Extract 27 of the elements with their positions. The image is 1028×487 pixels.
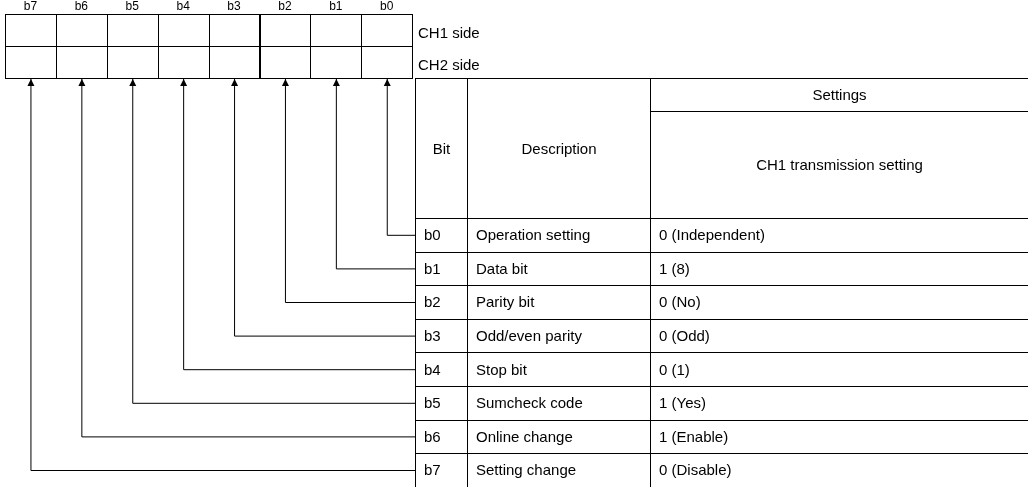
bit-label: b3: [226, 0, 242, 14]
leader-arrow: [332, 78, 416, 270]
register-bit-cell: [361, 14, 414, 47]
register-bit-cell: [361, 46, 414, 79]
bit-label: b1: [328, 0, 344, 14]
bit-label: b4: [175, 0, 191, 14]
leader-arrow: [27, 78, 416, 471]
register-bit-cell: [208, 46, 261, 79]
bit-label: b6: [73, 0, 89, 14]
leader-arrow: [129, 78, 416, 404]
table-header-cell: Bit: [415, 78, 468, 219]
bit-label: b5: [124, 0, 140, 14]
bit-label: b0: [379, 0, 395, 14]
side-label: CH1 side: [418, 24, 481, 43]
leader-arrow: [78, 78, 416, 438]
bit-label: b7: [22, 0, 39, 14]
leader-arrow: [281, 78, 416, 303]
side-label: CH2 side: [418, 56, 481, 75]
register-bit-cell: [259, 46, 312, 79]
register-bit-cell: [5, 14, 57, 47]
register-bit-cell: [259, 14, 312, 47]
leader-arrow: [231, 78, 416, 337]
register-bit-cell: [208, 14, 261, 47]
leader-arrow: [383, 78, 416, 236]
register-bit-cell: [5, 46, 57, 79]
leader-arrow: [180, 78, 416, 371]
bit-label: b2: [277, 0, 293, 14]
